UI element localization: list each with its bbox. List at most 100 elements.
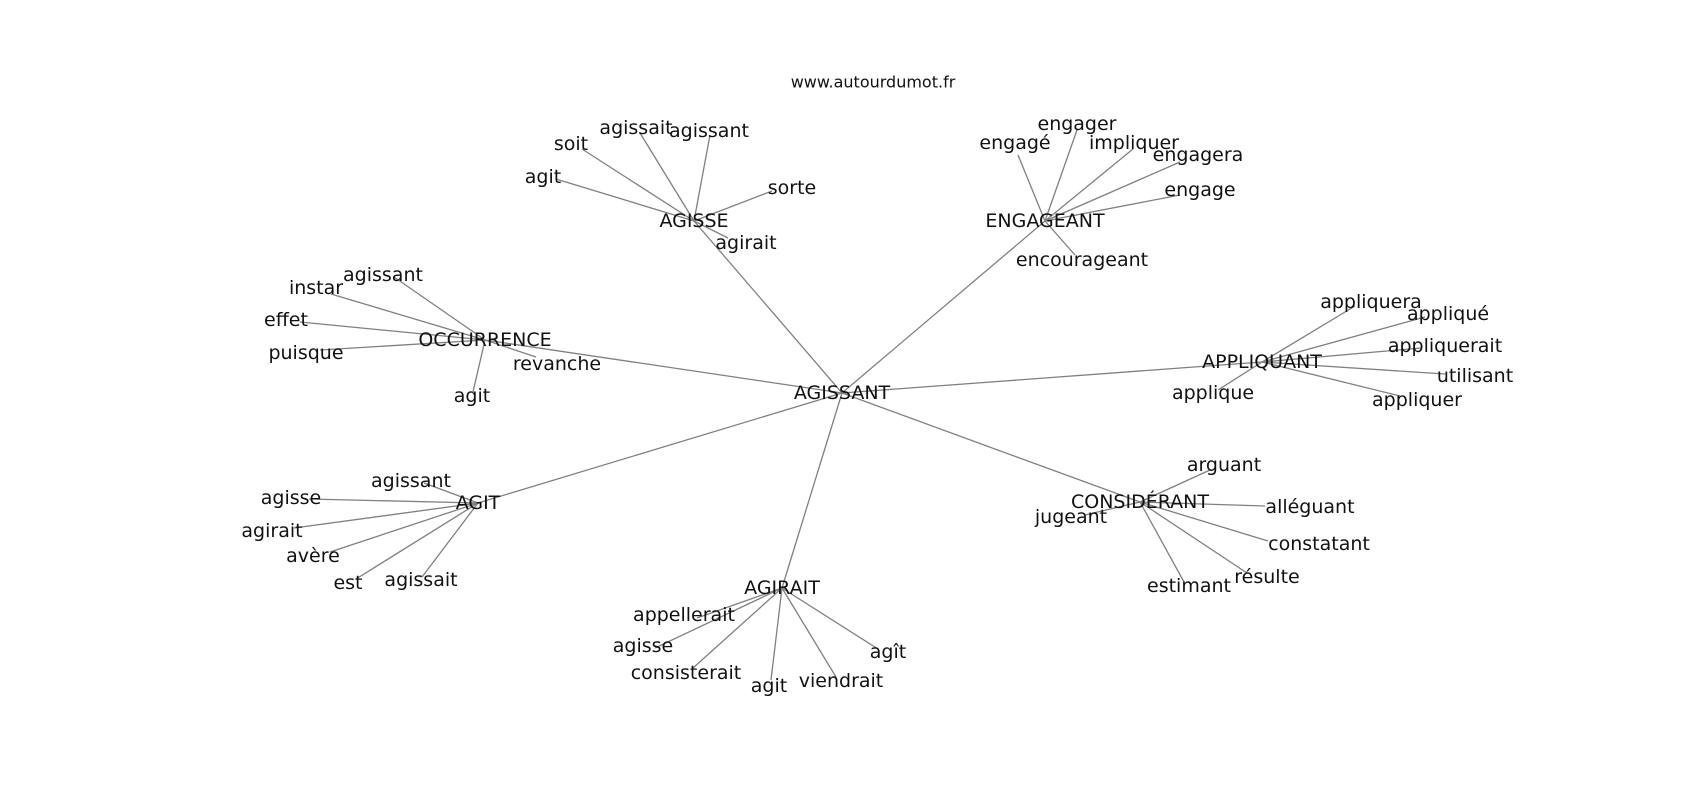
edge-center-to-occurrence [484, 339, 843, 394]
leaf-node-label[interactable]: agissant [371, 470, 451, 492]
edge-agisse-leaf [693, 220, 729, 239]
edge-appliquant-leaf [1261, 347, 1422, 363]
edge-considerant-leaf [1139, 501, 1266, 507]
leaf-node-label[interactable]: arguant [1187, 454, 1261, 476]
edge-agit-leaf [355, 502, 479, 580]
leaf-node-label[interactable]: appliquerait [1388, 335, 1502, 357]
edge-agisse-leaf [581, 148, 695, 222]
leaf-node-label[interactable]: revanche [513, 353, 601, 375]
leaf-node-label[interactable]: viendrait [799, 670, 884, 692]
edge-considerant-leaf [1139, 501, 1269, 542]
edge-engageant-leaf [1017, 154, 1046, 222]
leaf-node-label[interactable]: instar [289, 277, 343, 299]
edge-center-to-agit [477, 392, 843, 504]
leaf-node-label[interactable]: agissait [599, 117, 672, 139]
leaf-node-label[interactable]: estimant [1147, 575, 1231, 597]
hub-node-engageant[interactable]: ENGAGEANT [985, 210, 1105, 232]
edge-center-to-appliquant [841, 361, 1263, 394]
edge-engageant-leaf [1044, 220, 1076, 256]
edge-engageant-leaf [1044, 148, 1134, 222]
edge-appliquant-leaf [1217, 361, 1263, 391]
leaf-node-label[interactable]: appliquera [1320, 291, 1422, 313]
edge-agirait-leaf [654, 587, 783, 649]
edge-occurrence-leaf [319, 339, 486, 351]
hub-node-considerant[interactable]: CONSIDÉRANT [1071, 490, 1209, 513]
leaf-node-label[interactable]: agit [454, 385, 490, 407]
edge-agirait-leaf [781, 587, 837, 678]
leaf-node-label[interactable]: utilisant [1437, 365, 1513, 387]
graph-edges [293, 129, 1446, 681]
leaf-node-label[interactable]: avère [286, 545, 340, 567]
leaf-node-label[interactable]: agissait [384, 569, 457, 591]
edge-considerant-leaf [1139, 501, 1185, 583]
hub-node-appliquant[interactable]: APPLIQUANT [1202, 351, 1322, 373]
edge-agit-leaf [293, 502, 479, 529]
leaf-node-label[interactable]: agirait [241, 520, 302, 542]
leaf-node-label[interactable]: agissant [343, 264, 423, 286]
edge-agit-leaf [421, 502, 479, 578]
edge-agisse-leaf [555, 178, 695, 222]
edge-agisse-leaf [693, 190, 773, 222]
leaf-node-label[interactable]: est [333, 572, 362, 594]
graph-nodes: AGISSANTAGISSEagitsoitagissaitagissantso… [241, 113, 1513, 697]
leaf-node-label[interactable]: encourageant [1016, 249, 1148, 271]
leaf-node-label[interactable]: agit [525, 166, 561, 188]
leaf-node-label[interactable]: appliquer [1372, 389, 1462, 411]
leaf-node-label[interactable]: soit [554, 133, 588, 155]
leaf-node-label[interactable]: puisque [268, 342, 343, 364]
leaf-node-label[interactable]: agirait [715, 232, 776, 254]
leaf-node-label[interactable]: engage [1164, 179, 1235, 201]
leaf-node-label[interactable]: consisterait [631, 662, 742, 684]
leaf-node-label[interactable]: agit [751, 675, 787, 697]
edge-center-to-engageant [841, 220, 1046, 394]
edge-considerant-leaf [1084, 501, 1141, 516]
source-watermark: www.autourdumot.fr [791, 73, 956, 92]
edge-center-to-agisse [693, 220, 843, 394]
hub-node-agisse[interactable]: AGISSE [659, 210, 728, 232]
hub-node-agit[interactable]: AGIT [456, 492, 501, 514]
edge-appliquant-leaf [1261, 361, 1401, 397]
edge-agirait-leaf [696, 587, 783, 619]
edge-agirait-leaf [781, 587, 879, 650]
edge-center-to-considerant [841, 392, 1141, 503]
leaf-node-label[interactable]: constatant [1268, 533, 1370, 555]
leaf-node-label[interactable]: appliqué [1407, 303, 1489, 325]
edge-appliquant-leaf [1261, 316, 1426, 363]
hub-node-occurrence[interactable]: OCCURRENCE [418, 329, 551, 351]
leaf-node-label[interactable]: effet [264, 309, 308, 331]
edge-agit-leaf [329, 502, 479, 553]
leaf-node-label[interactable]: jugeant [1034, 506, 1107, 528]
edge-occurrence-leaf [299, 321, 486, 341]
edge-agit-leaf [423, 482, 479, 504]
edge-appliquant-leaf [1261, 305, 1356, 363]
edge-agisse-leaf [693, 134, 711, 222]
edge-agit-leaf [308, 498, 479, 504]
edge-considerant-leaf [1139, 469, 1211, 503]
edge-occurrence-leaf [330, 293, 486, 341]
leaf-node-label[interactable]: agisse [261, 487, 321, 509]
edge-occurrence-leaf [484, 339, 537, 358]
leaf-node-label[interactable]: engager [1038, 113, 1117, 135]
leaf-node-label[interactable]: engagé [979, 132, 1050, 154]
edge-engageant-leaf [1044, 129, 1078, 222]
leaf-node-label[interactable]: résulte [1234, 566, 1299, 588]
hub-node-agirait[interactable]: AGIRAIT [744, 577, 820, 599]
edge-occurrence-leaf [472, 339, 486, 393]
edge-agirait-leaf [770, 587, 783, 681]
leaf-node-label[interactable]: appellerait [633, 604, 735, 626]
center-node-label[interactable]: AGISSANT [794, 382, 891, 404]
edge-appliquant-leaf [1261, 361, 1446, 375]
edge-center-to-agirait [781, 392, 843, 589]
edge-engageant-leaf [1044, 161, 1181, 222]
leaf-node-label[interactable]: engagera [1153, 144, 1244, 166]
leaf-node-label[interactable]: agissant [669, 120, 749, 142]
leaf-node-label[interactable]: impliquer [1089, 132, 1179, 154]
leaf-node-label[interactable]: agît [870, 641, 906, 663]
leaf-node-label[interactable]: applique [1172, 382, 1254, 404]
leaf-node-label[interactable]: agisse [613, 635, 673, 657]
leaf-node-label[interactable]: alléguant [1265, 496, 1354, 518]
leaf-node-label[interactable]: sorte [768, 177, 816, 199]
edge-occurrence-leaf [393, 276, 486, 341]
edge-agirait-leaf [692, 587, 783, 669]
